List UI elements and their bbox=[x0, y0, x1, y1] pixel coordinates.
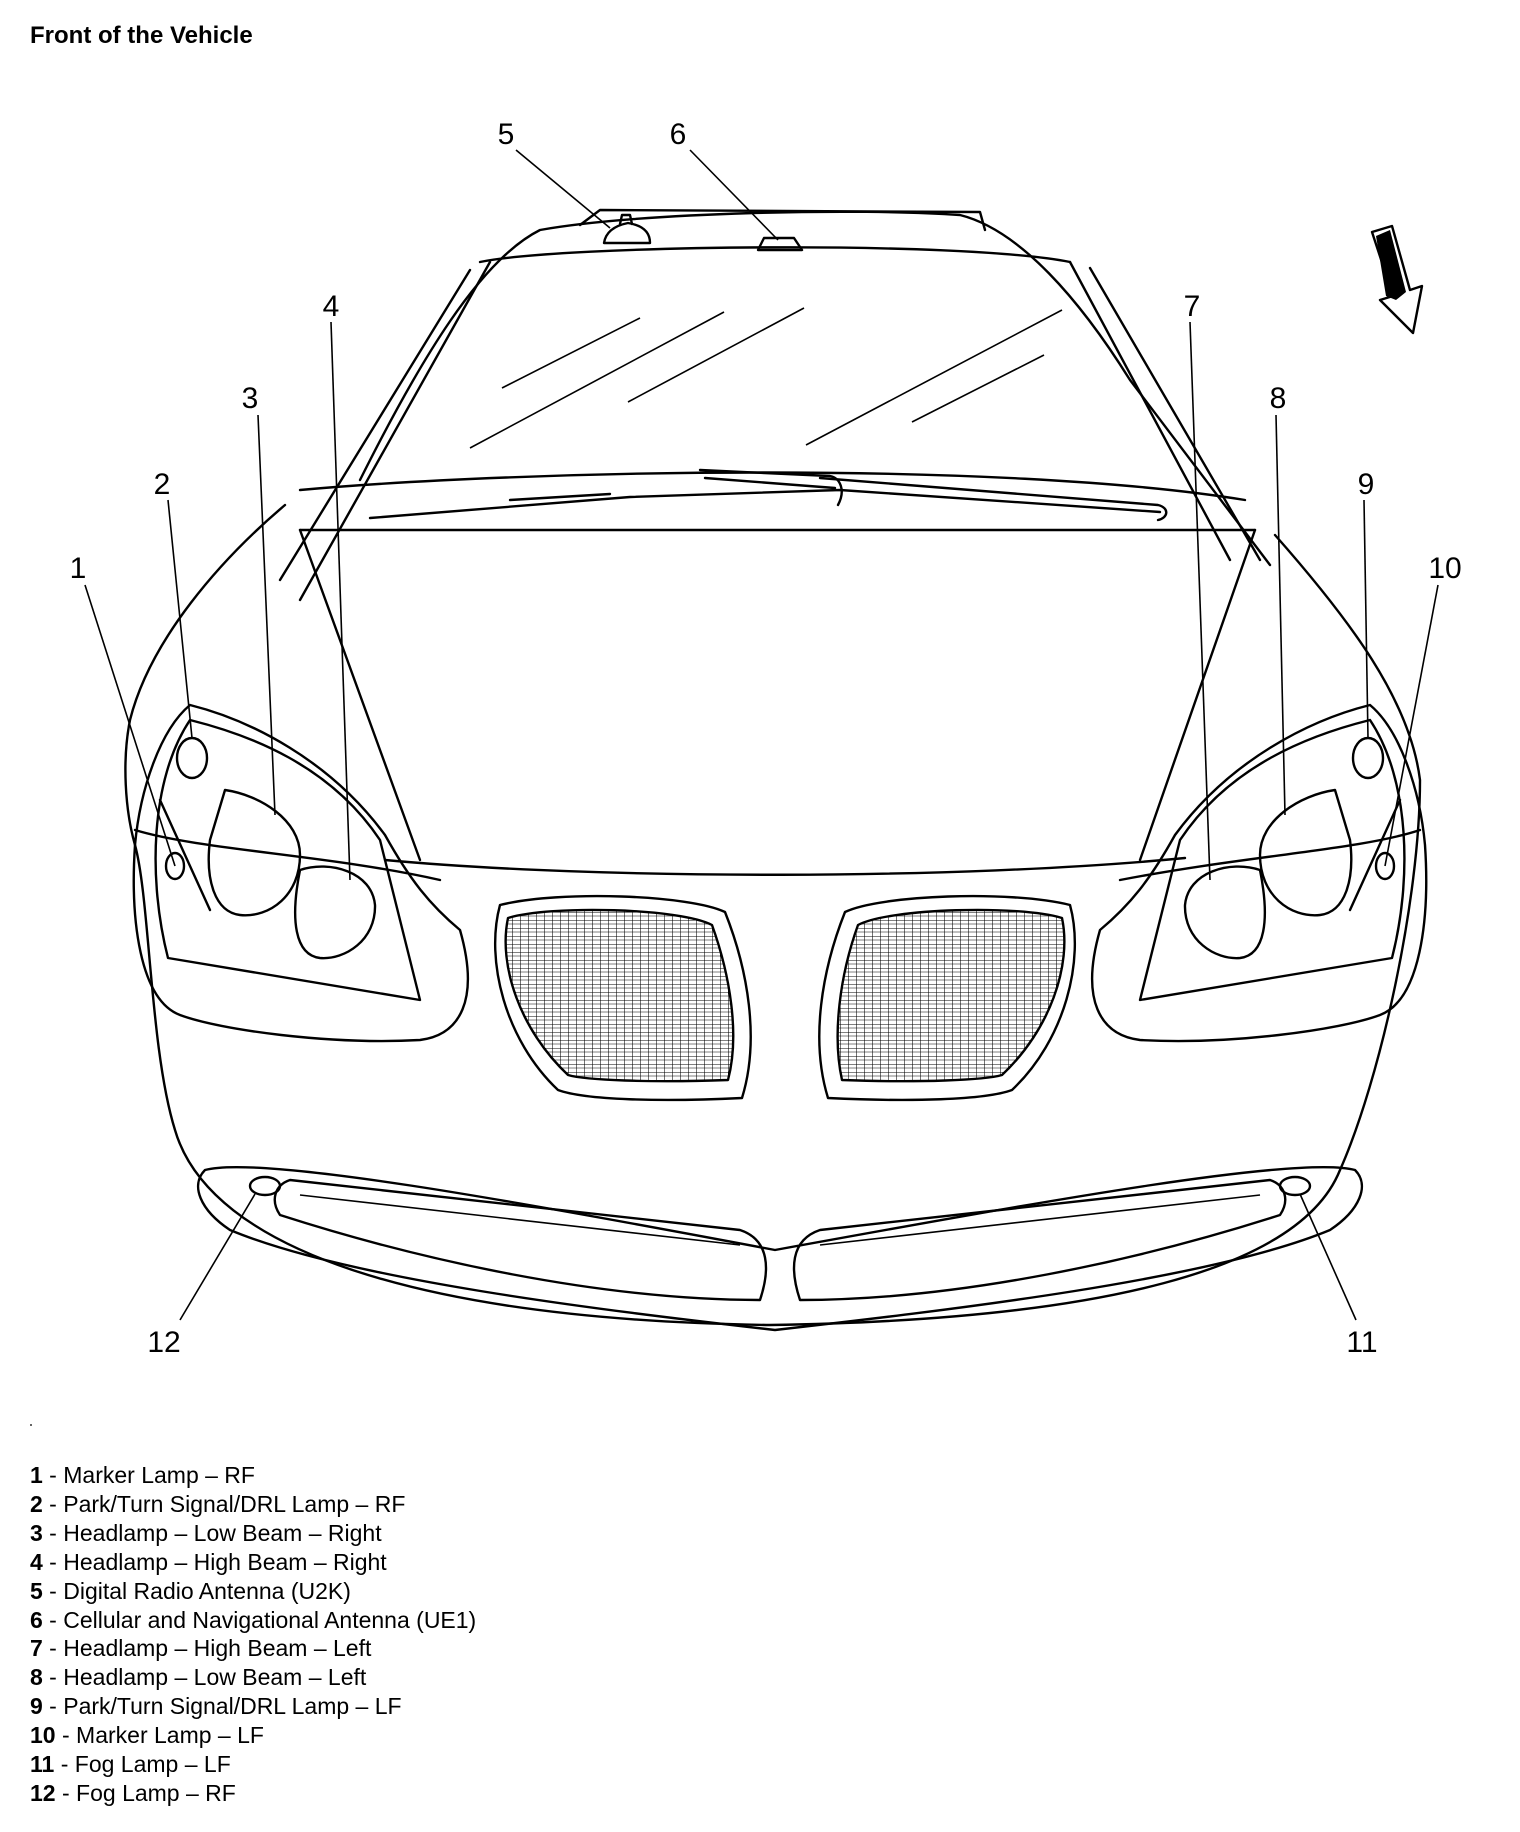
headlamp-housing-lf bbox=[1091, 703, 1428, 1043]
fog-lamp-rf bbox=[248, 1175, 282, 1197]
callout-4: 4 bbox=[323, 290, 340, 323]
callout-2: 2 bbox=[154, 468, 171, 501]
legend-item: 1 - Marker Lamp – RF bbox=[30, 1462, 255, 1488]
front-body bbox=[124, 503, 1422, 1327]
legend-item: 10 - Marker Lamp – LF bbox=[30, 1722, 264, 1749]
callout-8: 8 bbox=[1270, 382, 1287, 415]
hood-and-wipers bbox=[298, 468, 1257, 876]
callout-11: 11 bbox=[1346, 1326, 1377, 1359]
legend-item: 2 - Park/Turn Signal/DRL Lamp – RF bbox=[30, 1490, 406, 1517]
callout-7: 7 bbox=[1184, 290, 1201, 323]
legend-item: 4 - Headlamp – High Beam – Right bbox=[30, 1548, 387, 1575]
roof-and-windshield bbox=[278, 208, 1272, 602]
legend-item: 7 - Headlamp – High Beam – Left bbox=[30, 1635, 372, 1662]
page-title: Front of the Vehicle bbox=[30, 22, 253, 49]
lower-fascia bbox=[196, 1165, 1364, 1332]
callout-5: 5 bbox=[498, 118, 515, 151]
legend-list: 1 - Marker Lamp – RF 2 - Park/Turn Signa… bbox=[30, 1461, 476, 1808]
fog-lamp-lf bbox=[1278, 1175, 1312, 1197]
roof-antennas bbox=[602, 213, 804, 252]
stray-mark bbox=[30, 1424, 32, 1426]
callout-numbers: 1 2 3 4 5 6 7 8 9 10 11 12 bbox=[70, 118, 1462, 1359]
callout-9: 9 bbox=[1358, 468, 1375, 501]
legend-item: 5 - Digital Radio Antenna (U2K) bbox=[30, 1577, 351, 1604]
callout-3: 3 bbox=[242, 382, 259, 415]
upper-grilles bbox=[493, 894, 1077, 1102]
headlamp-housing-rf bbox=[132, 703, 469, 1043]
callout-12: 12 bbox=[147, 1326, 180, 1359]
callout-leaders bbox=[84, 149, 1439, 1321]
callout-6: 6 bbox=[670, 118, 687, 151]
legend-item: 3 - Headlamp – Low Beam – Right bbox=[30, 1519, 382, 1546]
vehicle-front-diagram: 1 2 3 4 5 6 7 8 9 10 11 12 bbox=[70, 118, 1462, 1359]
legend-item: 8 - Headlamp – Low Beam – Left bbox=[30, 1664, 367, 1691]
legend-item: 9 - Park/Turn Signal/DRL Lamp – LF bbox=[30, 1693, 402, 1720]
down-left-arrow-icon bbox=[1370, 224, 1424, 335]
legend-item: 6 - Cellular and Navigational Antenna (U… bbox=[30, 1606, 477, 1633]
callout-10: 10 bbox=[1428, 552, 1461, 585]
legend-item: 12 - Fog Lamp – RF bbox=[30, 1779, 236, 1806]
callout-1: 1 bbox=[70, 552, 87, 585]
legend-item: 11 - Fog Lamp – LF bbox=[30, 1751, 231, 1778]
